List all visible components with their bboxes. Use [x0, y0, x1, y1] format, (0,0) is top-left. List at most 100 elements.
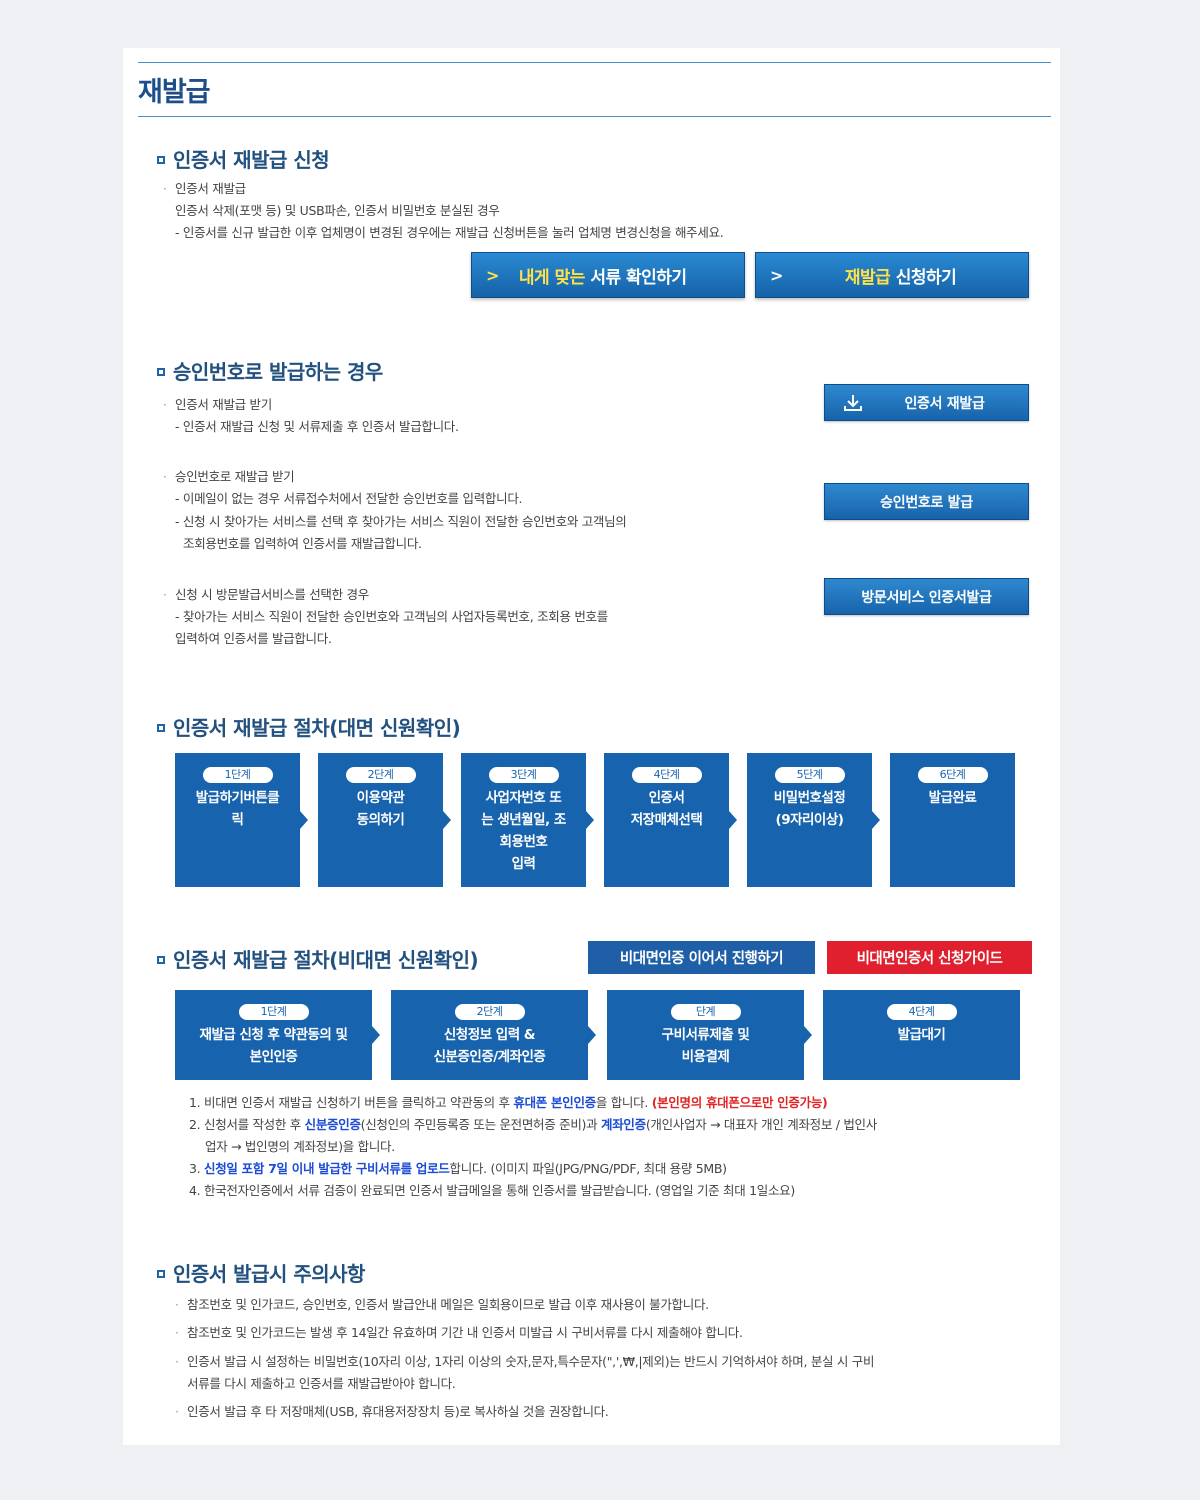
note-highlight: 신분증인증 [304, 1117, 361, 1132]
item3-line2: 입력하여 인증서를 발급합니다. [175, 631, 332, 646]
dot-bullet-icon: · [163, 182, 167, 196]
top-rule [138, 62, 1051, 63]
step-label: 2단계 [345, 767, 416, 783]
section-title-text: 인증서 재발급 절차(비대면 신원확인) [173, 948, 479, 972]
caution-3: 인증서 발급 시 설정하는 비밀번호(10자리 이상, 1자리 이상의 숫자,문… [187, 1354, 875, 1369]
reissue-line2: - 인증서를 신규 발급한 이후 업체명이 변경된 경우에는 재발급 신청버튼을… [175, 225, 724, 240]
non-face-note-4: 4. 한국전자인증에서 서류 검증이 완료되면 인증서 발급메일을 통해 인증서… [189, 1183, 795, 1198]
note-highlight: 신청일 포함 7일 이내 발급한 구비서류를 업로드 [204, 1161, 450, 1176]
square-bullet-icon [157, 724, 165, 732]
item1-heading: 인증서 재발급 받기 [175, 397, 272, 412]
reissue-apply-button[interactable]: > 재발급 신청하기 [755, 252, 1029, 298]
step-text: 이용약관 [356, 790, 405, 806]
visit-service-issue-button[interactable]: 방문서비스 인증서발급 [824, 578, 1029, 615]
non-face-guide-button[interactable]: 비대면인증서 신청가이드 [827, 941, 1032, 974]
non-face-note-2: 2. 신청서를 작성한 후 신분증인증(신청인의 주민등록증 또는 운전면허증 … [189, 1114, 877, 1136]
dot-bullet-icon: · [175, 1298, 179, 1312]
chevron-right-icon: > [486, 265, 499, 285]
step-text: 재발급 신청 후 약관동의 및 [199, 1027, 348, 1043]
dot-bullet-icon: · [175, 1355, 179, 1369]
step-label: 3단계 [488, 767, 559, 783]
non-face-step-2: 2단계 신청정보 입력 &신분증인증/계좌인증 [391, 990, 596, 1080]
note-text: 을 합니다. [595, 1095, 649, 1110]
dot-bullet-icon: · [175, 1326, 179, 1340]
step-label: 1단계 [202, 767, 273, 783]
step-label: 5단계 [774, 767, 845, 783]
note-text: 1. 비대면 인증서 재발급 신청하기 버튼을 클릭하고 약관동의 후 [189, 1095, 510, 1110]
square-bullet-icon [157, 1270, 165, 1278]
non-face-note-3: 3. 신청일 포함 7일 이내 발급한 구비서류를 업로드합니다. (이미지 파… [189, 1158, 727, 1180]
step-text: 인증서 [648, 790, 685, 806]
note-highlight: 계좌인증 [601, 1117, 646, 1132]
step-text: 비밀번호설정 [773, 790, 846, 806]
button-label: 인증서 재발급 [904, 395, 985, 412]
check-documents-button[interactable]: > 내게 맞는 서류 확인하기 [471, 252, 745, 298]
section-face-to-face-title: 인증서 재발급 절차(대면 신원확인) [157, 712, 461, 741]
caution-1: 참조번호 및 인가코드, 승인번호, 인증서 발급안내 메일은 일회용이므로 발… [187, 1297, 709, 1312]
step-text: 본인인증 [249, 1049, 298, 1065]
step-text: 비용결제 [681, 1049, 730, 1065]
arrow-right-icon [443, 811, 451, 829]
step-text: 입력 [511, 856, 536, 872]
square-bullet-icon [157, 368, 165, 376]
chevron-right-icon: > [770, 265, 783, 285]
dot-bullet-icon: · [163, 470, 167, 484]
step-label: 단계 [670, 1004, 741, 1020]
arrow-right-icon [372, 1026, 380, 1044]
item2-heading: 승인번호로 재발급 받기 [175, 469, 295, 484]
arrow-right-icon [729, 811, 737, 829]
step-text: 사업자번호 또 [485, 790, 562, 806]
button-label: 서류 확인하기 [590, 267, 687, 288]
title-rule [138, 116, 1051, 117]
certificate-reissue-button[interactable]: 인증서 재발급 [824, 384, 1029, 421]
dot-bullet-icon: · [163, 398, 167, 412]
non-face-note-2b: 업자 → 법인명의 계좌정보)을 합니다. [205, 1139, 395, 1154]
note-text: (신청인의 주민등록증 또는 운전면허증 준비)과 [360, 1117, 598, 1132]
non-face-continue-button[interactable]: 비대면인증 이어서 진행하기 [588, 941, 815, 974]
dot-bullet-icon: · [163, 588, 167, 602]
arrow-right-icon [300, 811, 308, 829]
non-face-step-4: 4단계 발급대기 [823, 990, 1020, 1080]
step-label: 4단계 [631, 767, 702, 783]
item2-line1: - 이메일이 없는 경우 서류접수처에서 전달한 승인번호를 입력합니다. [175, 491, 523, 506]
page-title: 재발급 [138, 77, 211, 108]
caution-3b: 서류를 다시 제출하고 인증서를 재발급받아야 합니다. [187, 1376, 456, 1391]
caution-4: 인증서 발급 후 타 저장매체(USB, 휴대용저장장치 등)로 복사하실 것을… [187, 1404, 609, 1419]
content-card: 재발급 인증서 재발급 신청 · 인증서 재발급 인증서 삭제(포맷 등) 및 … [123, 48, 1060, 1445]
note-highlight: 휴대폰 본인인증 [513, 1095, 596, 1110]
item3-line1: - 찾아가는 서비스 직원이 전달한 승인번호와 고객님의 사업자등록번호, 조… [175, 609, 608, 624]
button-label: 방문서비스 인증서발급 [861, 589, 992, 606]
item2-line3: 조회용번호를 입력하여 인증서를 재발급합니다. [183, 536, 422, 551]
arrow-right-icon [586, 811, 594, 829]
button-label: 승인번호로 발급 [880, 494, 973, 511]
arrow-right-icon [804, 1026, 812, 1044]
square-bullet-icon [157, 956, 165, 964]
step-label: 6단계 [917, 767, 988, 783]
step-text: 릭 [231, 812, 244, 828]
section-non-face-title: 인증서 재발급 절차(비대면 신원확인) [157, 944, 479, 973]
step-label: 4단계 [886, 1004, 957, 1020]
step-label: 1단계 [238, 1004, 309, 1020]
face-step-5: 5단계 비밀번호설정 (9자리이상) [747, 753, 880, 887]
button-highlight: 내게 맞는 [518, 267, 585, 288]
step-text: 회용번호 [499, 834, 548, 850]
caution-2: 참조번호 및 인가코드는 발생 후 14일간 유효하며 기간 내 인증서 미발급… [187, 1325, 743, 1340]
step-label: 2단계 [454, 1004, 525, 1020]
step-text: 발급대기 [897, 1027, 946, 1043]
step-text: 발급하기버튼클 [195, 790, 280, 806]
approval-number-issue-button[interactable]: 승인번호로 발급 [824, 483, 1029, 520]
step-text: 는 생년월일, 조 [481, 812, 566, 828]
note-text: (개인사업자 → 대표자 개인 계좌정보 / 법인사 [645, 1117, 877, 1132]
step-text: 신청정보 입력 & [443, 1027, 536, 1043]
reissue-line1: 인증서 삭제(포맷 등) 및 USB파손, 인증서 비밀번호 분실된 경우 [175, 203, 500, 218]
item2-line2: - 신청 시 찾아가는 서비스를 선택 후 찾아가는 서비스 직원이 전달한 승… [175, 514, 627, 529]
step-text: 구비서류제출 및 [661, 1027, 750, 1043]
arrow-right-icon [872, 811, 880, 829]
step-text: 동의하기 [356, 812, 405, 828]
face-step-6: 6단계 발급완료 [890, 753, 1015, 887]
step-text: (9자리이상) [775, 812, 844, 828]
